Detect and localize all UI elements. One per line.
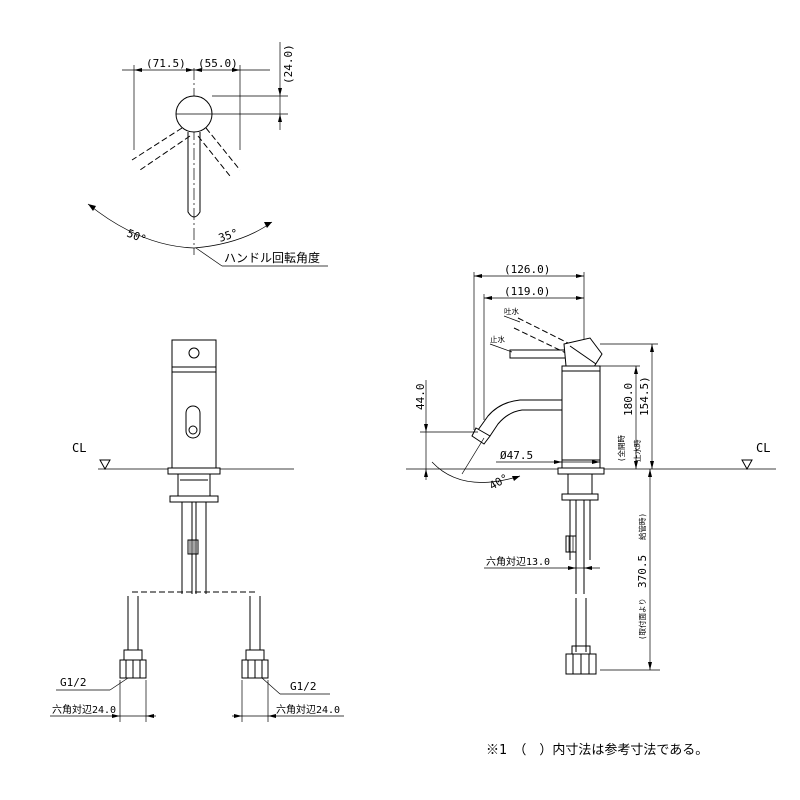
side-dim-full-open: 180.0	[622, 383, 635, 416]
front-left-thread: G1/2	[60, 676, 87, 689]
side-angle-arc	[431, 461, 521, 483]
front-right-hex: 六角対辺24.0	[276, 703, 340, 716]
side-body	[561, 365, 601, 469]
front-body	[171, 339, 217, 469]
side-hex-nut: 六角対辺13.0	[486, 555, 550, 568]
side-cl-label: CL	[756, 441, 770, 455]
side-dim-width: (119.0)	[504, 285, 550, 298]
spout-upper	[477, 399, 562, 431]
side-cl-triangle	[741, 459, 753, 471]
top-caption: ハンドル回転角度	[224, 250, 320, 265]
side-label-stop: 止水時	[632, 439, 642, 462]
top-dim-left: (71.5)	[146, 57, 186, 70]
arc-left	[87, 203, 195, 249]
top-dim-right: (55.0)	[198, 57, 238, 70]
spout-lower	[489, 409, 562, 437]
front-left-hex: 六角対辺24.0	[52, 703, 116, 716]
top-dim-vertical: (24.0)	[282, 44, 295, 84]
lever-center	[187, 132, 201, 218]
top-angle-right: 35°	[217, 226, 240, 245]
side-angle-spout: 40°	[487, 471, 511, 492]
label-stop-water: 止水	[490, 334, 505, 344]
side-label-full-open: (全開時	[616, 434, 626, 462]
side-view: CL (126.0) (119.0) 吐水 止水	[406, 263, 776, 675]
arc-right	[193, 221, 273, 249]
front-right-thread: G1/2	[290, 680, 317, 693]
lever-left	[131, 127, 191, 171]
front-hoses	[181, 502, 207, 594]
side-label-hose-suffix: 給管時)	[637, 513, 647, 540]
handle-stop	[509, 349, 569, 359]
front-spout	[185, 405, 201, 439]
side-dim-overall-width: (126.0)	[504, 263, 550, 276]
side-dim-hose-length: 370.5	[636, 555, 649, 588]
front-handle-hub	[188, 347, 200, 359]
handle-head	[563, 337, 603, 371]
front-right-hose	[249, 596, 261, 650]
front-view: CL G1/2	[50, 339, 344, 722]
top-angle-left: 50°	[125, 227, 148, 246]
front-left-hose	[127, 596, 139, 650]
side-dim-spout-height: 44.0	[414, 384, 427, 411]
top-view: (71.5) (55.0) (24.0) 50° 35° ハンドル回転角度	[87, 42, 328, 267]
front-cl-label: CL	[72, 441, 86, 455]
side-dim-diameter: Ø47.5	[500, 449, 533, 462]
side-hose-lower	[575, 598, 587, 652]
side-dim-stop: 154.5)	[638, 376, 651, 416]
lever-right	[197, 127, 241, 177]
front-cl-triangle	[99, 459, 111, 471]
label-spout-water: 吐水	[504, 306, 519, 316]
footnote: ※1 （ ）内寸法は参考寸法である。	[486, 742, 708, 758]
side-label-hose-prefix: (取付面より	[637, 598, 647, 640]
spout-tip	[471, 427, 491, 445]
